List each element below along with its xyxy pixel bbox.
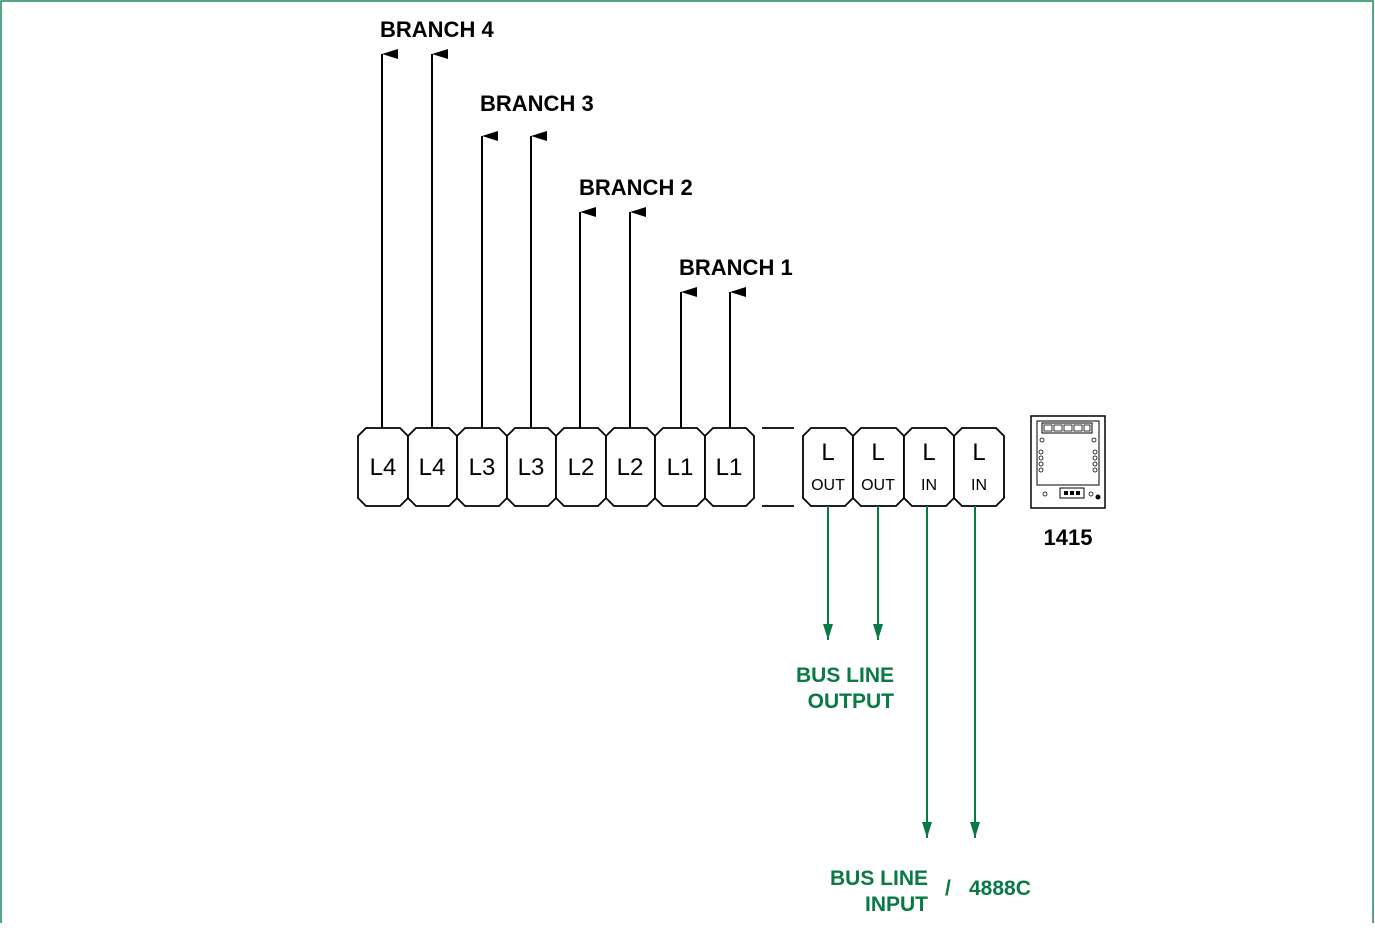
terminal-box (357, 427, 409, 507)
terminal-box (506, 427, 557, 507)
svg-text:INPUT: INPUT (865, 893, 928, 916)
terminal-box (852, 427, 905, 507)
terminal-label: L1 (667, 454, 694, 481)
bus-input-label: BUS LINE INPUT / 4888C (830, 867, 1031, 916)
terminal-label: L4 (370, 454, 397, 481)
terminal-box (456, 427, 508, 507)
terminal-label: L3 (518, 454, 545, 481)
terminal-box (654, 427, 706, 507)
branch-4-label: BRANCH 4 (380, 17, 494, 42)
device-1415-icon (1030, 415, 1106, 509)
branch-2-label: BRANCH 2 (579, 175, 693, 200)
branch-1-label: BRANCH 1 (679, 255, 793, 280)
terminal-box (605, 427, 656, 507)
terminal-box (555, 427, 607, 507)
terminal-box (802, 427, 854, 507)
bus-input-separator: / (945, 877, 951, 900)
branch-wires (381, 49, 746, 428)
terminal-label: L2 (617, 454, 644, 481)
left-terminal-labels: L4 L4 L3 L3 L2 L2 L1 L1 (370, 454, 743, 481)
terminal-top-label: L (972, 439, 985, 466)
right-terminal-labels: L OUT L OUT L IN L IN (811, 439, 987, 494)
terminal-label: L3 (469, 454, 496, 481)
branch-3-label: BRANCH 3 (480, 91, 594, 116)
bus-input-device: 4888C (969, 877, 1031, 900)
terminal-label: L4 (419, 454, 446, 481)
terminal-label: L1 (716, 454, 743, 481)
terminal-bottom-label: OUT (861, 477, 895, 494)
device-model-label: 1415 (1044, 525, 1093, 550)
right-terminal-strip (802, 427, 1005, 507)
terminal-top-label: L (821, 439, 834, 466)
svg-text:OUTPUT: OUTPUT (808, 690, 895, 713)
terminal-top-label: L (922, 439, 935, 466)
svg-text:BUS LINE: BUS LINE (830, 867, 928, 890)
terminal-top-label: L (871, 439, 884, 466)
terminal-box (704, 427, 755, 507)
terminal-label: L2 (568, 454, 595, 481)
terminal-bottom-label: IN (921, 477, 937, 494)
terminal-box (953, 427, 1005, 507)
terminal-box (407, 427, 458, 507)
terminal-box (903, 427, 955, 507)
bus-output-label: BUS LINE OUTPUT (796, 664, 894, 713)
bus-wires (823, 506, 980, 838)
terminal-bottom-label: OUT (811, 477, 845, 494)
svg-text:BUS LINE: BUS LINE (796, 664, 894, 687)
left-terminal-strip (357, 427, 755, 507)
terminal-bottom-label: IN (971, 477, 987, 494)
